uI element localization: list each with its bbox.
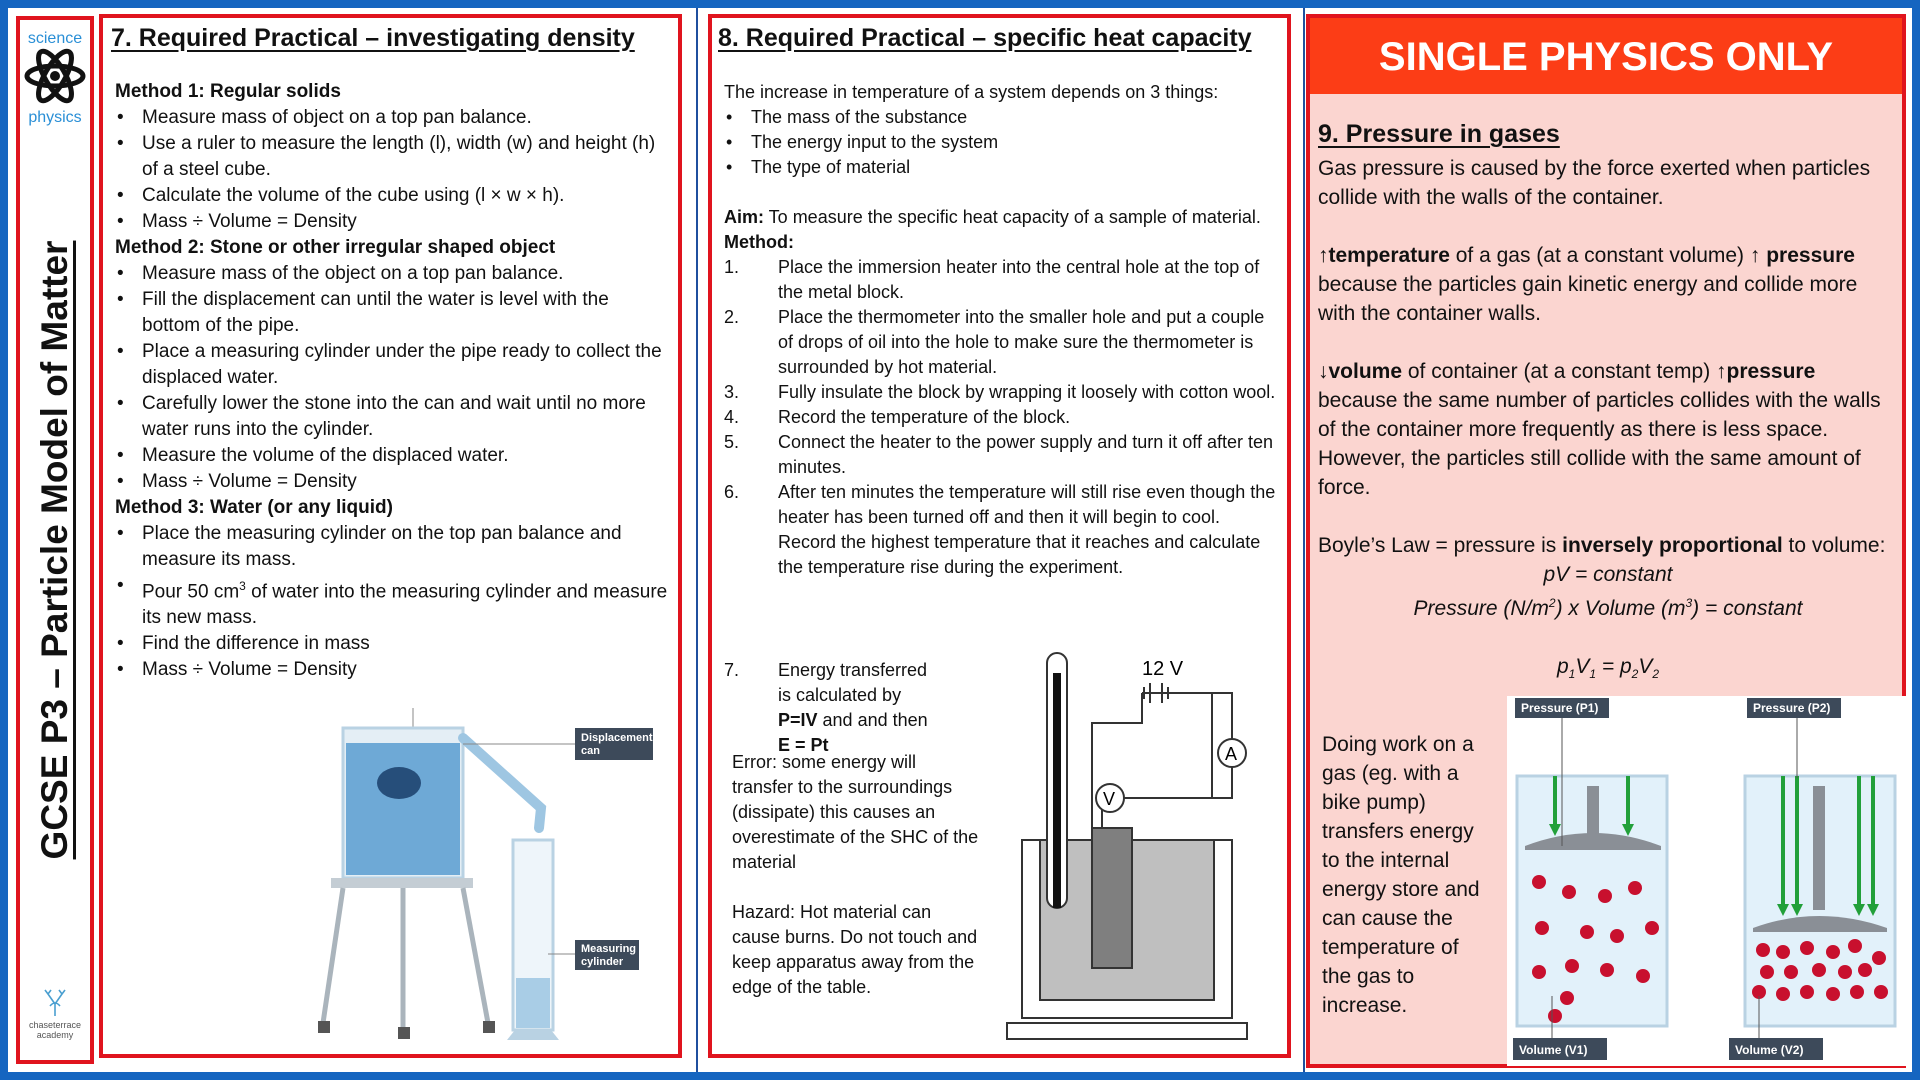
error-text: Error: some energy will transfer to the …	[732, 752, 979, 872]
immersion-heater	[1091, 827, 1133, 969]
panel-title: 9. Pressure in gases	[1318, 120, 1560, 148]
density-panel: 7. Required Practical – investigating de…	[99, 14, 682, 1058]
list-item: 3.Fully insulate the block by wrapping i…	[724, 382, 1276, 402]
title-strip: science physics GCSE P3 – Particle Model…	[16, 16, 94, 1064]
temperature-text: ↑temperature of a gas (at a constant vol…	[1318, 244, 1858, 325]
list-item: Measure the volume of the displaced wate…	[115, 443, 670, 469]
list-item: Mass ÷ Volume = Density	[115, 209, 670, 235]
method-list: Measure mass of object on a top pan bala…	[115, 105, 670, 235]
voltmeter-icon	[1095, 783, 1125, 813]
svg-text:Pressure (P2): Pressure (P2)	[1753, 701, 1830, 715]
hazard-text: Hazard: Hot material can cause burns. Do…	[732, 902, 978, 997]
panel-title: 7. Required Practical – investigating de…	[111, 24, 635, 52]
shc-apparatus-diagram: 12 V A V	[1006, 652, 1248, 1040]
list-item: Carefully lower the stone into the can a…	[115, 391, 670, 443]
list-item: 1.Place the immersion heater into the ce…	[724, 257, 1260, 302]
science-logo: science physics	[20, 30, 90, 127]
method-list: Measure mass of the object on a top pan …	[115, 261, 670, 495]
step-7: 7. Energy transferred is calculated by P…	[724, 660, 928, 755]
list-item: 4.Record the temperature of the block.	[724, 407, 1071, 427]
list-item: Measure mass of object on a top pan bala…	[115, 105, 670, 131]
list-item: Mass ÷ Volume = Density	[115, 469, 670, 495]
school-name: chaseterrace	[28, 1020, 82, 1030]
list-item: Fill the displacement can until the wate…	[115, 287, 670, 339]
school-name: academy	[36, 1030, 74, 1040]
svg-text:Measuring: Measuring	[581, 943, 636, 955]
label-p1	[1515, 698, 1609, 718]
list-item: The energy input to the system	[724, 130, 1279, 155]
list-item: Use a ruler to measure the length (l), w…	[115, 131, 670, 183]
method-heading: Method 3: Water (or any liquid)	[115, 497, 393, 518]
spout	[458, 733, 547, 833]
work-text: Doing work on a gas (eg. with a bike pum…	[1322, 733, 1480, 1017]
list-item: Calculate the volume of the cube using (…	[115, 183, 670, 209]
label-v2	[1729, 1038, 1823, 1060]
label-p2	[1747, 698, 1841, 718]
list-item: 2.Place the thermometer into the smaller…	[724, 307, 1265, 377]
svg-text:A: A	[1225, 744, 1237, 764]
piston-2	[1753, 916, 1887, 932]
deer-icon	[44, 989, 66, 1016]
list-item: Mass ÷ Volume = Density	[115, 657, 670, 683]
logo-bottom-text: physics	[28, 109, 82, 126]
list-item: Measure mass of the object on a top pan …	[115, 261, 670, 287]
method-list: Place the measuring cylinder on the top …	[115, 521, 670, 683]
list-item: Pour 50 cm3 of water into the measuring …	[115, 573, 670, 631]
method-heading: Method 2: Stone or other irregular shape…	[115, 237, 556, 258]
pressure-panel: SINGLE PHYSICS ONLY 9. Pressure in gases…	[1306, 14, 1907, 1068]
gas-piston-diagram: Pressure (P1) Volume (V1) Pressure (P2) …	[1507, 696, 1907, 1066]
svg-text:V: V	[1103, 789, 1115, 809]
divider	[696, 8, 698, 1072]
list-item: Place the measuring cylinder on the top …	[115, 521, 670, 573]
svg-text:cylinder: cylinder	[581, 956, 624, 968]
svg-text:Volume (V2): Volume (V2)	[1735, 1043, 1803, 1057]
tripod-top	[331, 878, 473, 888]
list-item: Find the difference in mass	[115, 631, 670, 657]
logo-top-text: science	[27, 30, 83, 47]
boyles-law: Boyle’s Law = pressure is inversely prop…	[1318, 534, 1886, 557]
displacement-can-diagram: Displacement can Measuring cylinder	[318, 708, 653, 1040]
shc-text: The increase in temperature of a system …	[724, 80, 1279, 580]
svg-text:Displacement: Displacement	[581, 732, 653, 744]
label-displacement-can	[575, 728, 653, 760]
list-item: Place a measuring cylinder under the pip…	[115, 339, 670, 391]
label-v1	[1513, 1038, 1607, 1060]
divider	[1303, 8, 1305, 1072]
shc-panel: 8. Required Practical – specific heat ca…	[708, 14, 1291, 1058]
voltage-label: 12 V	[1142, 658, 1184, 680]
list-item: The type of material	[724, 155, 1279, 180]
panel-title: 8. Required Practical – specific heat ca…	[718, 24, 1252, 52]
method-heading: Method 1: Regular solids	[115, 81, 341, 102]
svg-text:can: can	[581, 745, 600, 757]
equation: Pressure (N/m2) x Volume (m3) = constant	[1413, 596, 1803, 620]
equation: pV = constant	[1543, 563, 1673, 586]
school-logo: chaseterrace academy	[20, 988, 90, 1040]
equation: p1V1 = p2V2	[1556, 655, 1660, 682]
list-item: The mass of the substance	[724, 105, 1279, 130]
svg-text:Volume (V1): Volume (V1)	[1519, 1043, 1587, 1057]
label-measuring-cylinder	[575, 940, 639, 970]
stone	[377, 767, 421, 799]
volume-text: ↓volume of container (at a constant temp…	[1318, 360, 1881, 499]
factor-list: The mass of the substance The energy inp…	[724, 105, 1279, 180]
list-item: 5.Connect the heater to the power supply…	[724, 432, 1273, 477]
pressure-text: Gas pressure is caused by the force exer…	[1318, 154, 1898, 689]
atom-icon	[24, 48, 86, 104]
density-methods: Method 1: Regular solids Measure mass of…	[115, 79, 670, 683]
can-water	[346, 743, 460, 875]
method-steps: 1.Place the immersion heater into the ce…	[724, 255, 1279, 580]
svg-text:Pressure (P1): Pressure (P1)	[1521, 701, 1598, 715]
piston-1	[1525, 833, 1661, 850]
method-label: Method:	[724, 232, 794, 252]
intro-text: Gas pressure is caused by the force exer…	[1318, 157, 1871, 209]
page-title: GCSE P3 – Particle Model of Matter	[34, 240, 75, 860]
single-physics-banner: SINGLE PHYSICS ONLY	[1310, 18, 1902, 94]
list-item: 6.After ten minutes the temperature will…	[724, 482, 1276, 577]
base-plate	[1006, 1022, 1248, 1040]
aim-text: Aim: To measure the specific heat capaci…	[724, 207, 1261, 227]
intro-text: The increase in temperature of a system …	[724, 82, 1219, 102]
